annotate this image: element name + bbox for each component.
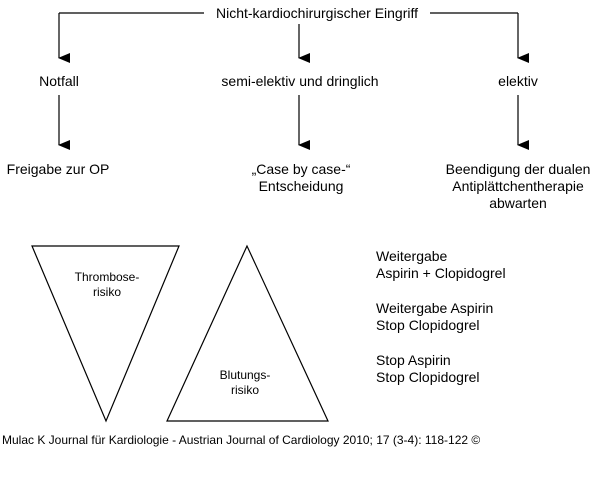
recommendation-continue-aspirin: Weitergabe Aspirin Stop Clopidogrel: [376, 300, 493, 334]
recommendation-2-line-2: Stop Clopidogrel: [376, 317, 480, 333]
outcome-semielektiv: „Case by case-“ Entscheidung: [252, 161, 351, 195]
outcome-notfall-line-1: Freigabe zur OP: [6, 161, 110, 177]
recommendation-3-line-2: Stop Clopidogrel: [376, 369, 480, 385]
outcome-elektiv: Beendigung der dualen Antiplättchenthera…: [446, 161, 591, 212]
bleeding-risk-label-line-1: Blutungs-: [219, 368, 271, 382]
outcome-elektiv-line-3: abwarten: [489, 195, 547, 211]
recommendation-1-line-1: Weitergabe: [376, 248, 448, 264]
branch-label-elektiv: elektiv: [498, 73, 538, 89]
outcome-semielektiv-line-2: Entscheidung: [258, 178, 344, 194]
recommendation-2-line-1: Weitergabe Aspirin: [376, 300, 494, 316]
thrombosis-risk-label-line-1: Thrombose-: [74, 270, 140, 284]
thrombosis-risk-triangle: [31, 245, 180, 423]
outcome-semielektiv-line-1: „Case by case-“: [251, 161, 351, 177]
bleeding-risk-label-line-2: risiko: [230, 383, 260, 397]
thrombosis-risk-label: Thrombose- risiko: [75, 270, 140, 300]
bleeding-risk-label: Blutungs- risiko: [220, 368, 271, 398]
recommendation-continue-both: Weitergabe Aspirin + Clopidogrel: [376, 248, 506, 282]
outcome-elektiv-line-1: Beendigung der dualen: [445, 161, 591, 177]
thrombosis-risk-label-line-2: risiko: [92, 285, 121, 299]
source-caption: Mulac K Journal für Kardiologie - Austri…: [2, 433, 481, 447]
root-node: Nicht-kardiochirurgischer Eingriff: [215, 5, 419, 21]
outcome-notfall: Freigabe zur OP: [7, 161, 110, 178]
recommendation-stop-both: Stop Aspirin Stop Clopidogrel: [376, 352, 480, 386]
recommendation-1-line-2: Aspirin + Clopidogrel: [376, 265, 506, 281]
outcome-elektiv-line-2: Antiplättchentherapie: [452, 178, 584, 194]
recommendation-3-line-1: Stop Aspirin: [376, 352, 451, 368]
branch-label-notfall: Notfall: [39, 73, 79, 89]
branch-label-semielektiv: semi-elektiv und dringlich: [221, 73, 379, 89]
bleeding-risk-triangle: [166, 244, 329, 422]
